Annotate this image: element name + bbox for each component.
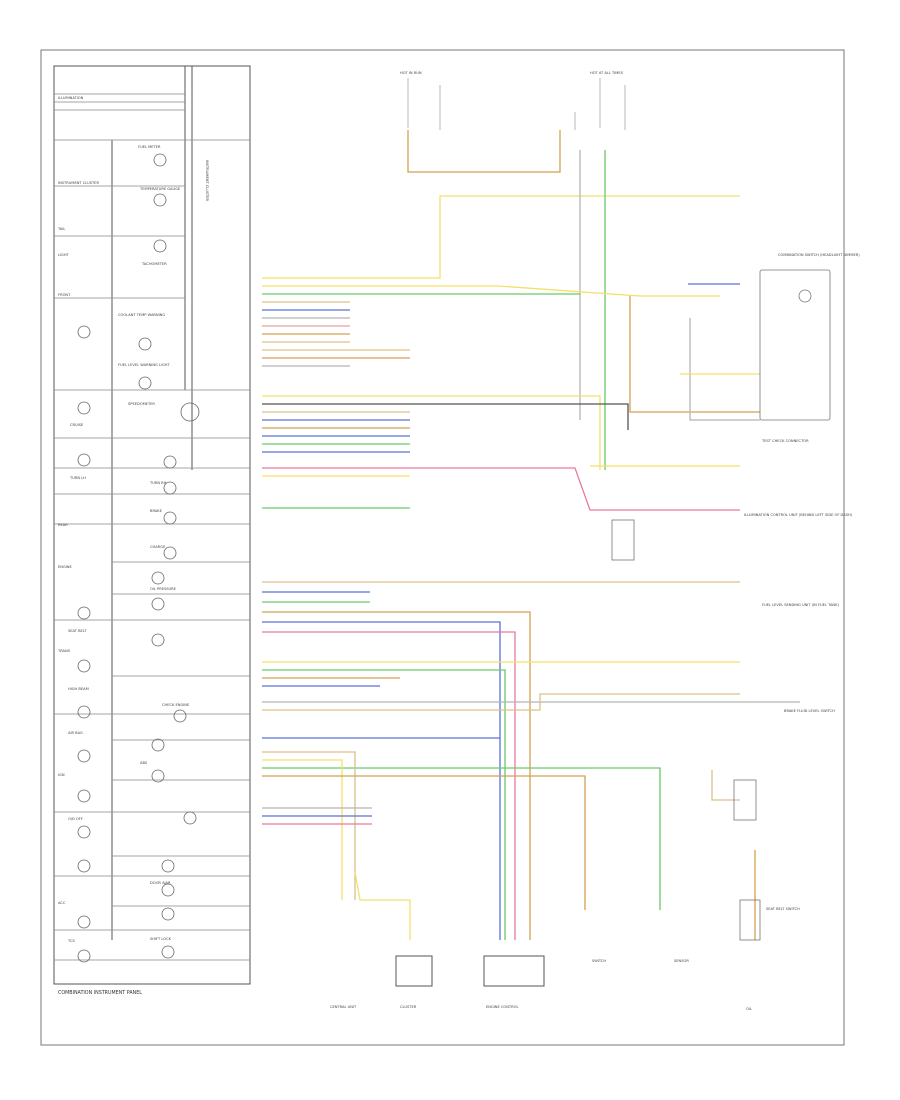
indicator-label: TACHOMETER [141, 262, 167, 266]
wire-green-7 [262, 767, 661, 910]
indicator-label: CHECK ENGINE [162, 703, 190, 707]
indicator-label: ABS [140, 761, 148, 765]
component-label: ILLUMINATION CONTROL UNIT (BEHIND LEFT S… [744, 513, 853, 517]
fuse-label: HOT AT ALL TIMES [590, 71, 624, 75]
wire-yellow-8 [262, 759, 343, 900]
wire-blue-7 [262, 621, 501, 940]
indicator-label: CRUISE [70, 423, 84, 427]
right-components: COMBINATION SWITCH (HEADLIGHT DIMMER) TE… [744, 253, 860, 911]
left-label: FRONT [58, 293, 71, 297]
left-label: ILLUMINATION [58, 96, 84, 100]
right-switches [611, 269, 831, 941]
wire-pink-2 [262, 467, 740, 511]
diagram-frame [40, 49, 845, 1046]
wire-yellow-top [262, 195, 740, 279]
left-label: ACC [58, 901, 66, 905]
indicator-label: TURN LH [69, 476, 86, 480]
left-label: REAR [58, 523, 68, 527]
wire-pink-3 [262, 631, 516, 940]
panel-label: COMBINATION INSTRUMENT PANEL [58, 990, 142, 996]
indicator-label: FUEL LEVEL WARNING LIGHT [118, 363, 170, 367]
wire-orange-8 [262, 775, 586, 910]
component-label: SEAT BELT SWITCH [766, 907, 800, 911]
wire-tan-6 [262, 693, 740, 711]
cluster-module-box [395, 955, 433, 987]
indicator-label: BRAKE [150, 509, 163, 513]
left-label: TAIL [57, 227, 65, 231]
left-label: ENGINE [58, 565, 72, 569]
bottom-component-label: CENTRAL UNIT [330, 1005, 357, 1009]
bottom-component-label: ENGINE CONTROL [486, 1005, 518, 1009]
bottom-component-label: CLUSTER [400, 1005, 417, 1009]
fuse-label: HOT IN RUN [400, 71, 422, 75]
indicator-label: TCS [67, 939, 75, 943]
bottom-components: CENTRAL UNIT CLUSTER ENGINE CONTROL SWIT… [330, 955, 752, 1011]
wire-orange-6 [262, 611, 531, 940]
indicator-label: HIGH BEAM [68, 687, 89, 691]
component-label: BRAKE FLUID LEVEL SWITCH [784, 709, 835, 713]
top-fuses: HOT IN RUN HOT AT ALL TIMES [400, 71, 626, 130]
indicator-label: SHIFT LOCK [150, 937, 172, 941]
indicator-label: O/D OFF [68, 817, 83, 821]
wire-gray-4 [689, 318, 760, 421]
wire-tan-7 [262, 751, 356, 900]
left-labels: ILLUMINATION INSTRUMENT CLUSTER TAIL LIG… [57, 96, 99, 905]
wire-orange-5 [629, 296, 760, 413]
wire-green-6 [262, 669, 506, 940]
bottom-component-label: SWITCH [592, 959, 606, 963]
indicator-label: OIL PRESSURE [150, 587, 177, 591]
bottom-component-label: OIL [746, 1007, 752, 1011]
indicator-label: AIR BAG [68, 731, 83, 735]
indicator-label: FUEL METER [138, 145, 161, 149]
left-label: TRANS [57, 649, 71, 653]
engine-module-box [483, 955, 545, 987]
wire-yellow-2 [262, 285, 720, 297]
wire-orange-top [407, 130, 561, 173]
component-label: COMBINATION SWITCH (HEADLIGHT DIMMER) [778, 253, 860, 257]
module-label: INSTRUMENT CLUSTER [205, 160, 209, 201]
wire-yellow-3 [262, 395, 601, 470]
indicator-label: TURN RH [149, 481, 167, 485]
indicator-label: CHARGE [150, 545, 166, 549]
indicator-label: COOLANT TEMP WARNING [118, 313, 165, 317]
indicator-label: TEMPERATURE GAUGE [139, 187, 181, 191]
indicator-label: SPEEDOMETER [128, 402, 155, 406]
left-label: IGN [58, 773, 65, 777]
indicator-labels: FUEL METER TEMPERATURE GAUGE TACHOMETER … [67, 145, 190, 943]
wire-yellow-9 [354, 871, 411, 940]
wire-black [262, 403, 629, 430]
left-label: INSTRUMENT CLUSTER [58, 181, 99, 185]
bottom-component-label: SENSOR [674, 959, 689, 963]
left-label: LIGHT [58, 253, 70, 257]
instrument-panel-block [53, 65, 251, 985]
indicator-bulbs [77, 153, 200, 963]
indicator-label: SEAT BELT [68, 629, 87, 633]
indicator-label: DOOR AJAR [150, 881, 171, 885]
wires [262, 130, 800, 940]
component-label: TEST CHECK CONNECTOR [761, 439, 809, 443]
component-label: FUEL LEVEL SENDING UNIT (IN FUEL TANK) [762, 603, 839, 607]
wire-tan-8 [711, 770, 740, 801]
